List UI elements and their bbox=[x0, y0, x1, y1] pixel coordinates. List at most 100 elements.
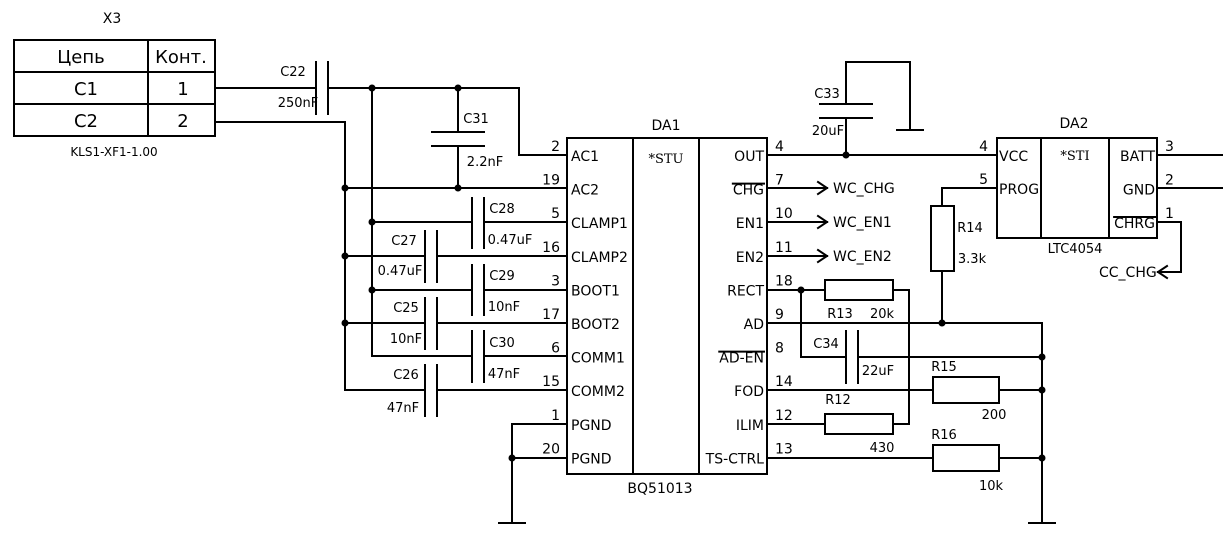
wires-left-caps bbox=[344, 221, 568, 391]
pin-name: AD bbox=[744, 317, 764, 333]
ic-da1: DA1 *STU BQ51013 AC12AC219CLAMP15CLAMP21… bbox=[542, 118, 793, 497]
connector-row-pin: 1 bbox=[177, 79, 188, 100]
pin-name: BOOT2 bbox=[571, 317, 620, 333]
pin-name: FOD bbox=[734, 384, 764, 400]
capacitor-c31: C31 2.2nF bbox=[431, 112, 503, 170]
pin-name: AC2 bbox=[571, 183, 599, 199]
pin-name: CHRG bbox=[1114, 216, 1155, 232]
da2-part: LTC4054 bbox=[1048, 242, 1103, 257]
pin-number: 11 bbox=[775, 240, 793, 256]
pin-number: 13 bbox=[775, 441, 793, 457]
connector-x3: X3 Цепь Конт. C1 1 C2 2 KLS1-XF1-1.00 bbox=[13, 11, 216, 159]
c27-ref: C27 bbox=[391, 234, 417, 249]
pin-number: 7 bbox=[775, 173, 784, 189]
r16-ref: R16 bbox=[931, 428, 957, 443]
capacitor-c33: C33 20uF bbox=[812, 87, 873, 139]
connector-row-net: C1 bbox=[74, 79, 98, 100]
da1-right-pins: OUT4CHG7EN110EN211RECT18AD9AD-EN8FOD14IL… bbox=[705, 139, 793, 467]
r14-ref: R14 bbox=[957, 221, 983, 236]
net-label-wc-en2: WC_EN2 bbox=[833, 249, 892, 265]
c31-value: 2.2nF bbox=[467, 155, 503, 170]
r12-ref: R12 bbox=[825, 393, 851, 408]
c28-value: 0.47uF bbox=[488, 233, 533, 248]
pin-number: 19 bbox=[542, 173, 560, 189]
pin-number: 8 bbox=[775, 341, 784, 357]
pin-number: 3 bbox=[1165, 139, 1174, 155]
connector-header-net: Цепь bbox=[57, 47, 104, 68]
resistor-r15: R15 200 bbox=[931, 360, 1006, 423]
c33-ref: C33 bbox=[814, 87, 840, 102]
c34-value: 22uF bbox=[862, 364, 894, 379]
net-label-cc-chg: CC_CHG bbox=[1099, 265, 1157, 281]
pin-name: TS-CTRL bbox=[705, 451, 765, 467]
pgnd-wiring bbox=[498, 423, 568, 524]
connector-row-net: C2 bbox=[74, 111, 98, 132]
c30-ref: C30 bbox=[489, 336, 515, 351]
da1-part: BQ51013 bbox=[627, 481, 692, 497]
r15-ref: R15 bbox=[931, 360, 957, 375]
r16-value: 10k bbox=[979, 479, 1004, 494]
c25-ref: C25 bbox=[393, 301, 419, 316]
pin-number: 3 bbox=[551, 273, 560, 289]
pin-number: 2 bbox=[551, 139, 560, 155]
resistor-r14: R14 3.3k bbox=[930, 205, 987, 272]
c30-value: 47nF bbox=[488, 367, 520, 382]
pin-number: 15 bbox=[542, 374, 560, 390]
pin-name: AD-EN bbox=[719, 351, 764, 367]
r12-value: 430 bbox=[870, 441, 895, 456]
pin-number: 5 bbox=[979, 172, 988, 188]
pin-number: 16 bbox=[542, 240, 560, 256]
capacitor-c26: C26 47nF bbox=[387, 364, 438, 417]
pin-number: 6 bbox=[551, 341, 560, 357]
connector-header-pin: Конт. bbox=[155, 47, 207, 68]
capacitor-c34: C34 22uF bbox=[813, 330, 894, 384]
r15-value: 200 bbox=[982, 408, 1007, 423]
pin-name: BOOT1 bbox=[571, 283, 620, 299]
pin-number: 4 bbox=[979, 139, 988, 155]
c22-value: 250nF bbox=[278, 96, 319, 111]
c26-ref: C26 bbox=[393, 368, 419, 383]
prog-wiring bbox=[941, 187, 998, 324]
pin-number: 10 bbox=[775, 206, 793, 222]
c29-ref: C29 bbox=[489, 269, 515, 284]
pin-number: 12 bbox=[775, 408, 793, 424]
pin-name: GND bbox=[1123, 183, 1155, 199]
pin-name: PGND bbox=[571, 451, 612, 467]
capacitor-c29: C29 10nF bbox=[471, 264, 520, 316]
r13-ref: R13 bbox=[827, 307, 853, 322]
c25-value: 10nF bbox=[390, 332, 422, 347]
pin-name: CHG bbox=[733, 183, 764, 199]
pin-name: COMM1 bbox=[571, 351, 625, 367]
capacitor-c22: C22 250nF bbox=[278, 61, 329, 115]
pin-number: 17 bbox=[542, 307, 560, 323]
pin-name: PROG bbox=[999, 182, 1039, 198]
c27-value: 0.47uF bbox=[378, 264, 423, 279]
pin-name: VCC bbox=[999, 149, 1028, 165]
connector-row-pin: 2 bbox=[177, 111, 188, 132]
da1-center: *STU bbox=[648, 152, 683, 167]
pin-name: COMM2 bbox=[571, 384, 625, 400]
connector-part: KLS1-XF1-1.00 bbox=[70, 145, 157, 159]
da1-left-pins: AC12AC219CLAMP15CLAMP216BOOT13BOOT217COM… bbox=[542, 139, 628, 467]
pin-number: 4 bbox=[775, 139, 784, 155]
pin-name: RECT bbox=[727, 283, 764, 299]
pin-name: EN1 bbox=[736, 216, 764, 232]
capacitor-c28: C28 0.47uF bbox=[471, 197, 533, 249]
c33-value: 20uF bbox=[812, 124, 844, 139]
c26-value: 47nF bbox=[387, 401, 419, 416]
net-label-wc-chg: WC_CHG bbox=[833, 181, 895, 197]
pin-number: 1 bbox=[551, 408, 560, 424]
r14-value: 3.3k bbox=[958, 252, 987, 267]
da1-output-nets bbox=[766, 61, 1056, 524]
da2-ref: DA2 bbox=[1059, 116, 1088, 132]
pin-number: 9 bbox=[775, 307, 784, 323]
capacitor-c25: C25 10nF bbox=[390, 297, 438, 350]
da1-ref: DA1 bbox=[651, 118, 680, 134]
pin-name: CLAMP1 bbox=[571, 216, 628, 232]
net-labels: WC_CHG WC_EN1 WC_EN2 CC_CHG bbox=[833, 181, 1157, 281]
pin-name: AC1 bbox=[571, 149, 599, 165]
